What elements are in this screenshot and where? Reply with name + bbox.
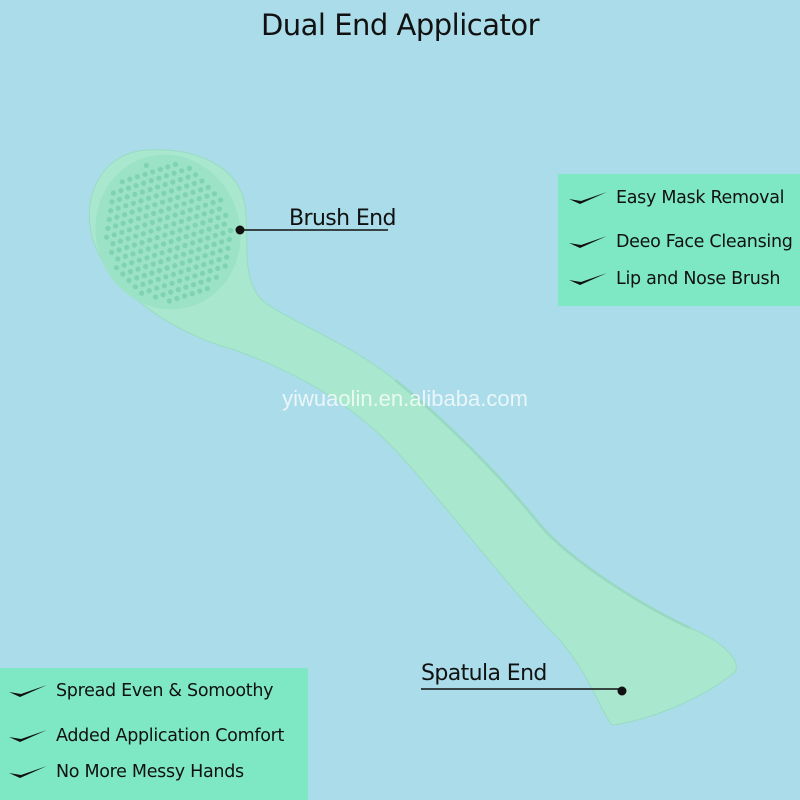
check-icon <box>569 192 607 204</box>
check-icon <box>9 730 47 742</box>
check-icon <box>9 685 47 697</box>
feature-item: Easy Mask Removal <box>568 188 785 208</box>
feature-item: Deeo Face Cleansing <box>568 232 793 252</box>
spatula-end-label: Spatula End <box>421 661 547 686</box>
watermark: yiwuaolin.en.alibaba.com <box>282 386 528 411</box>
feature-item: Lip and Nose Brush <box>568 269 780 289</box>
feature-item: Spread Even & Somoothy <box>8 681 274 701</box>
check-icon <box>569 236 607 248</box>
feature-panel-bottom: Spread Even & Somoothy Added Application… <box>0 668 308 800</box>
check-icon <box>9 766 47 778</box>
feature-item: Added Application Comfort <box>8 726 284 746</box>
page-title: Dual End Applicator <box>260 8 540 42</box>
brush-bristles <box>104 161 234 304</box>
feature-item: No More Messy Hands <box>8 762 244 782</box>
feature-panel-top: Easy Mask Removal Deeo Face Cleansing Li… <box>558 174 800 306</box>
brush-end-label: Brush End <box>289 206 396 231</box>
applicator-body <box>88 149 737 726</box>
check-icon <box>569 273 607 285</box>
